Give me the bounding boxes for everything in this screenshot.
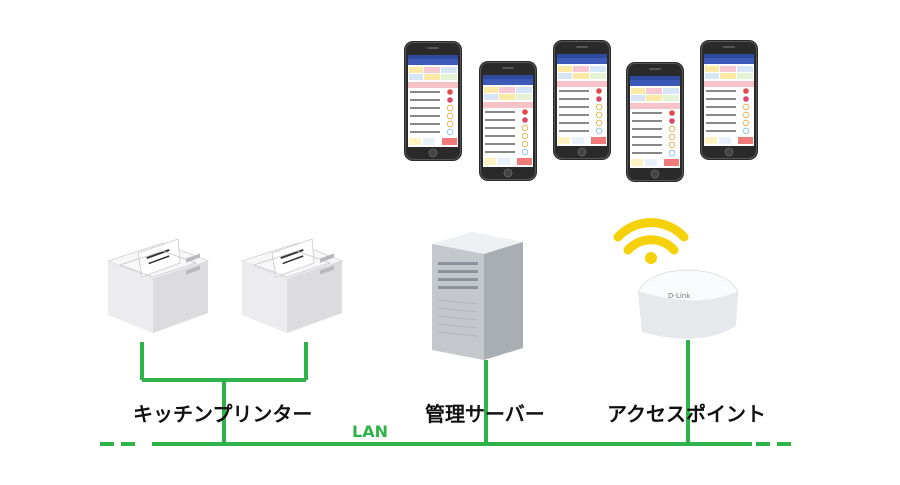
lan-cable xyxy=(100,340,792,446)
kitchen-printer-1 xyxy=(107,238,209,334)
smartphone-1 xyxy=(403,40,463,162)
kitchen-printer-label: キッチンプリンター xyxy=(133,402,313,426)
smartphone-2 xyxy=(478,60,538,182)
ap-brand-text: D-Link xyxy=(668,292,691,300)
access-point-icon: D-Link xyxy=(637,269,739,339)
server-label: 管理サーバー xyxy=(425,402,545,426)
server-icon xyxy=(432,232,523,360)
access-point-label: アクセスポイント xyxy=(607,402,766,426)
smartphone-3 xyxy=(552,39,612,161)
wifi-signal-icon xyxy=(613,218,689,255)
smartphone-5 xyxy=(699,39,759,161)
lan-label: LAN xyxy=(352,422,388,441)
wifi-dot-icon xyxy=(645,252,657,264)
smartphone-4 xyxy=(625,61,685,183)
kitchen-printer-2 xyxy=(241,238,343,334)
